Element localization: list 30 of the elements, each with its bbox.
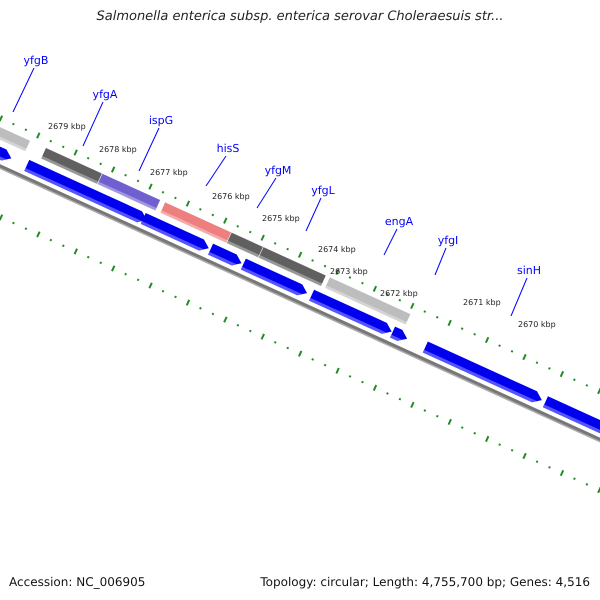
leader-line xyxy=(434,248,446,276)
gene-label: hisS xyxy=(216,143,240,155)
leader-line xyxy=(12,68,34,112)
gene-label: sinH xyxy=(516,265,542,277)
position-label: 2671 kbp xyxy=(463,298,501,307)
gene-label: yfgM xyxy=(264,165,292,177)
position-label: 2674 kbp xyxy=(318,245,356,254)
footer-text: Topology: circular; Length: 4,755,700 bp; Genes: 4,516 xyxy=(260,575,590,589)
position-label: 2675 kbp xyxy=(262,214,300,223)
gene-label: ispG xyxy=(148,115,174,127)
gene-label: yfgB xyxy=(24,55,48,67)
leader-line xyxy=(206,156,226,186)
gene-label: yfgL xyxy=(311,185,335,197)
leader-line xyxy=(82,102,104,146)
leader-line xyxy=(256,178,276,208)
position-label: 2679 kbp xyxy=(48,122,86,131)
position-label: 2677 kbp xyxy=(150,168,188,177)
leader-line xyxy=(510,278,528,316)
gene-label: yfgI xyxy=(438,235,458,247)
position-label: 2670 kbp xyxy=(518,320,556,329)
leader-line xyxy=(384,228,398,256)
position-label: 2672 kbp xyxy=(380,289,418,298)
position-label: 2678 kbp xyxy=(99,145,137,154)
leader-line xyxy=(138,128,160,172)
leader-line xyxy=(306,198,322,232)
map-title: Salmonella enterica subsp. enterica serovar Choleraesuis str... xyxy=(96,9,504,24)
gene-label: engA xyxy=(384,216,414,228)
footer-text: Accession: NC_006905 xyxy=(9,575,146,589)
position-label: 2676 kbp xyxy=(212,192,250,201)
gene-label: yfgA xyxy=(92,89,118,101)
